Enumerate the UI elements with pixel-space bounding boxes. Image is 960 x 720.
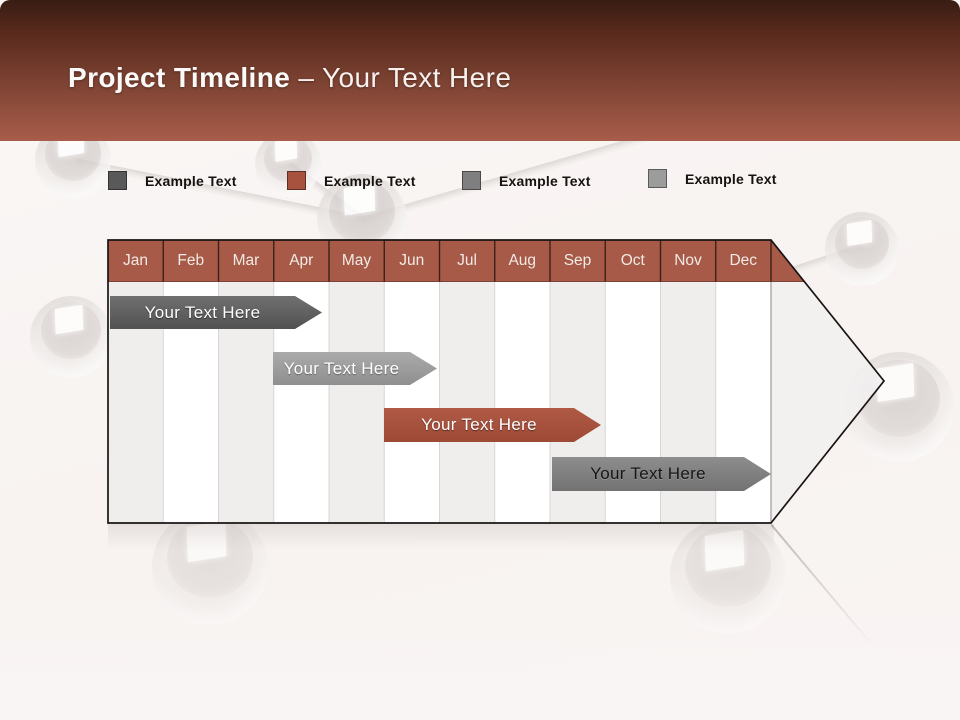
arrow-outline	[107, 239, 886, 524]
month-label-feb: Feb	[177, 252, 205, 269]
timeline-bar-2[interactable]: Your Text Here	[273, 352, 437, 385]
timeline-bar-4-label: Your Text Here	[590, 464, 706, 483]
floor-fade	[0, 588, 960, 720]
month-label-jun: Jun	[399, 252, 425, 269]
legend-swatch-2	[287, 171, 306, 190]
legend-item-4[interactable]: Example Text	[648, 169, 777, 188]
legend-label-3: Example Text	[499, 172, 591, 189]
month-label-may: May	[341, 252, 372, 269]
table-reflection	[108, 524, 774, 550]
legend-label-4: Example Text	[685, 170, 777, 187]
legend-swatch-1	[108, 171, 127, 190]
header-cell-borders	[162, 240, 772, 282]
month-label-aug: Aug	[508, 252, 537, 269]
month-label-nov: Nov	[674, 252, 702, 269]
slide-title-light: Your Text Here	[322, 62, 512, 93]
timeline-arrow-chart	[107, 239, 886, 524]
slide-title-bold: Project Timeline	[68, 62, 291, 93]
decorative-sphere	[30, 296, 112, 378]
month-label-dec: Dec	[729, 252, 758, 269]
legend-label-1: Example Text	[145, 172, 237, 189]
month-label-mar: Mar	[232, 252, 260, 269]
legend-label-2: Example Text	[324, 172, 416, 189]
month-label-jul: Jul	[457, 252, 477, 269]
timeline-bar-4[interactable]: Your Text Here	[552, 457, 771, 491]
legend-swatch-4	[648, 169, 667, 188]
slide-header: Project Timeline – Your Text Here	[0, 0, 960, 141]
legend-item-1[interactable]: Example Text	[108, 171, 237, 190]
timeline-bar-3[interactable]: Your Text Here	[384, 408, 601, 442]
slide-title-separator: –	[298, 62, 315, 93]
month-label-oct: Oct	[620, 252, 645, 269]
timeline-bar-2-label: Your Text Here	[283, 358, 400, 378]
month-header-band	[108, 240, 805, 282]
legend-item-3[interactable]: Example Text	[462, 171, 591, 190]
timeline-bar-3-label: Your Text Here	[421, 415, 537, 434]
decorative-sphere	[825, 212, 899, 286]
timeline-bar-1-label: Your Text Here	[144, 302, 261, 322]
month-label-sep: Sep	[563, 252, 592, 269]
legend-item-2[interactable]: Example Text	[287, 171, 416, 190]
slide-title[interactable]: Project Timeline – Your Text Here	[68, 62, 511, 94]
month-label-apr: Apr	[289, 252, 314, 269]
legend-swatch-3	[462, 171, 481, 190]
month-label-jan: Jan	[123, 252, 148, 269]
timeline-bar-1[interactable]: Your Text Here	[110, 296, 322, 329]
